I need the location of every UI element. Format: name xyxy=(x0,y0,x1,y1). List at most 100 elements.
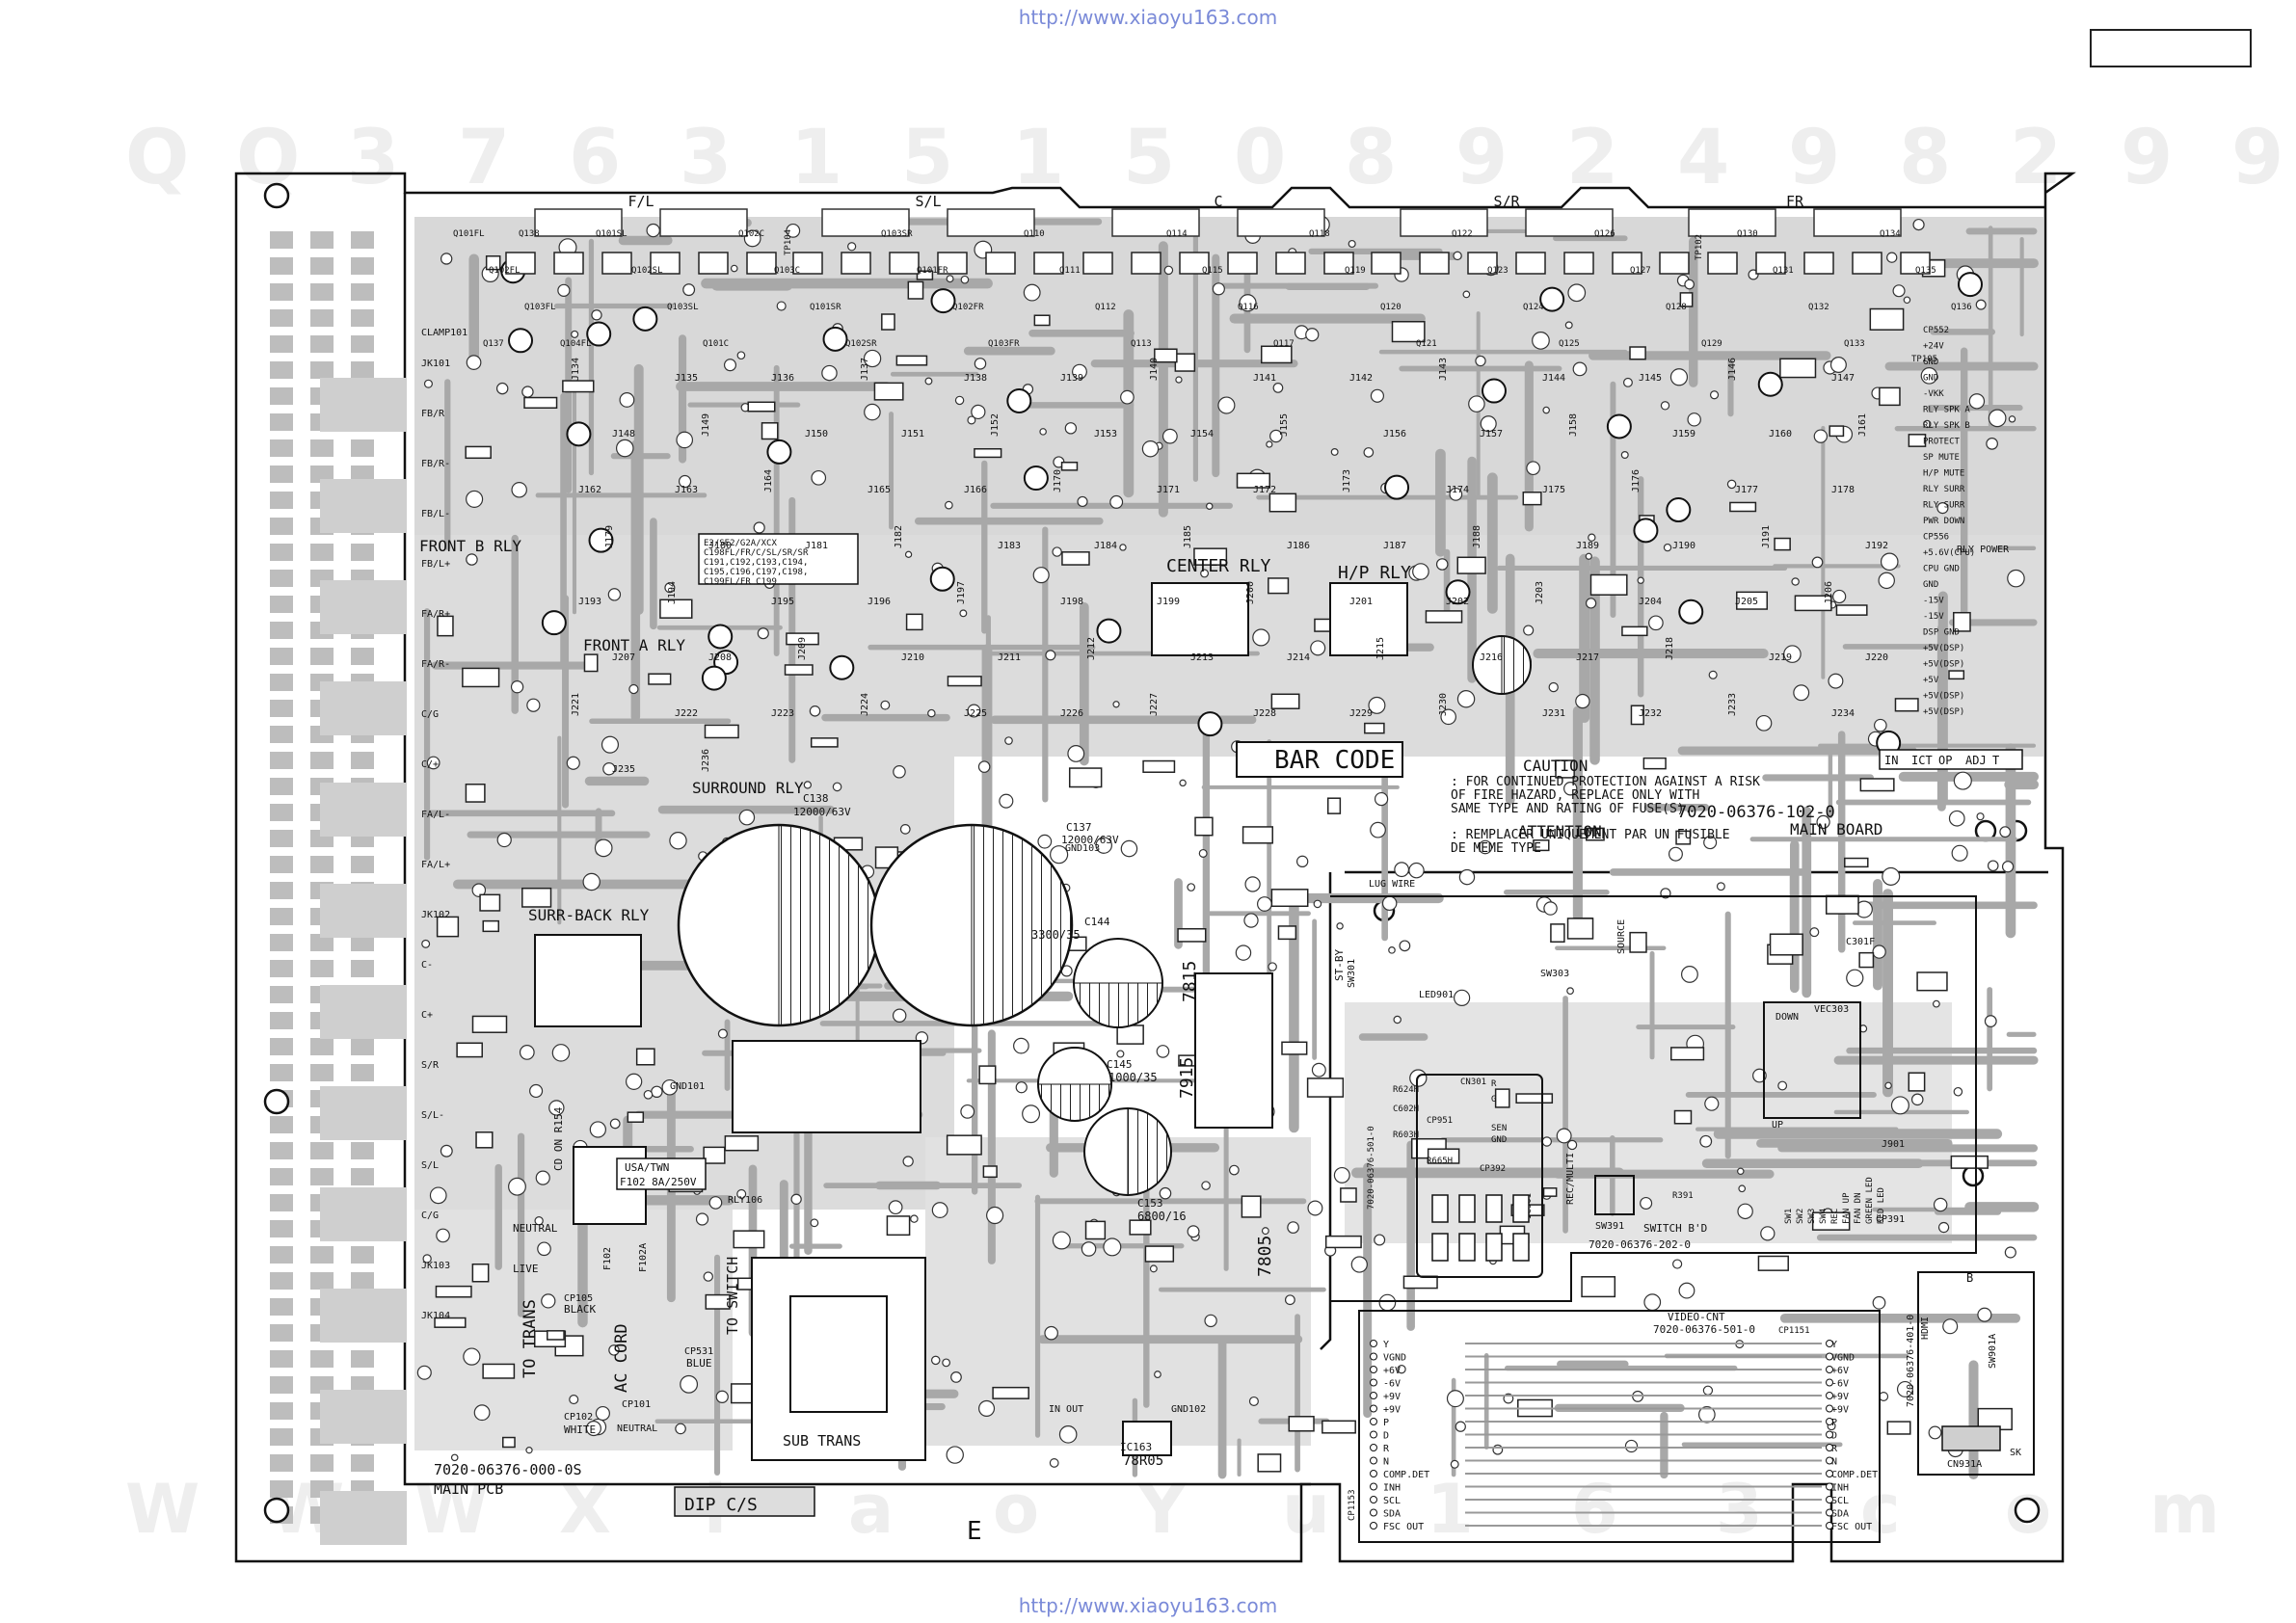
sw-lug-wire: LUG WIRE xyxy=(1369,879,1415,890)
video-cp1153: CP1153 xyxy=(1348,1489,1357,1521)
transistor-label: Q114 xyxy=(1166,229,1188,239)
relay-surround: SURROUND RLY xyxy=(692,779,804,797)
jumper-label: J193 xyxy=(578,597,601,607)
transistor-label: Q111 xyxy=(1059,266,1081,276)
watermark-char: 8 xyxy=(1899,115,1951,201)
jumper-label: J174 xyxy=(1446,485,1469,495)
channel-label: C xyxy=(1214,193,1222,210)
left-connector-label: C/+ xyxy=(421,759,439,770)
caution-line: : FOR CONTINUED PROTECTION AGAINST A RIS… xyxy=(1451,775,1760,789)
label-f102a: F102A xyxy=(638,1243,649,1272)
label-blue: BLUE xyxy=(686,1357,712,1370)
label-neutral-2: NEUTRAL xyxy=(617,1423,657,1434)
jumper-label: J152 xyxy=(990,413,1001,437)
right-connector-label: CP556 xyxy=(1923,533,1949,543)
right-connector-label: GND xyxy=(1923,580,1938,590)
label-live: LIVE xyxy=(513,1263,539,1275)
jumper-label: J210 xyxy=(901,652,924,663)
jumper-label: J173 xyxy=(1342,469,1352,492)
watermark-char: m xyxy=(2149,1470,2220,1549)
video-pin-left: SCL xyxy=(1383,1496,1401,1506)
jumper-label: J220 xyxy=(1865,652,1888,663)
label-cp531: CP531 xyxy=(684,1346,713,1357)
video-pin-left: +6V xyxy=(1383,1366,1401,1376)
main-pcb-code: 7020-06376-000-0S xyxy=(434,1461,582,1478)
left-connector-label: JK101 xyxy=(421,359,450,369)
right-connector-label: -15V xyxy=(1923,612,1944,622)
transistor-label: Q113 xyxy=(1131,339,1152,349)
transistor-label: Q102C xyxy=(738,229,764,239)
cap-c153-value: 6800/16 xyxy=(1137,1210,1187,1223)
transistor-label: Q103C xyxy=(774,266,800,276)
video-pin-right: +9V xyxy=(1831,1405,1849,1416)
jumper-label: J161 xyxy=(1857,413,1868,437)
watermark-char: W xyxy=(125,1470,200,1549)
jumper-label: J205 xyxy=(1735,597,1758,607)
watermark-char: 9 xyxy=(2121,115,2173,201)
sw-sw301: SW301 xyxy=(1347,959,1357,988)
jumper-label: J197 xyxy=(956,581,967,604)
adjust-label: T xyxy=(1992,754,1999,767)
transistor-label: Q128 xyxy=(1666,303,1687,312)
adjust-label: ADJ xyxy=(1965,754,1987,767)
ic-78r05: 78R05 xyxy=(1123,1453,1163,1469)
jumper-label: J192 xyxy=(1865,541,1888,551)
sw-sw391: SW391 xyxy=(1595,1221,1624,1232)
left-connector-label: S/R xyxy=(421,1060,440,1071)
transistor-label: Q102FL xyxy=(489,266,521,276)
transistor-label: Q118 xyxy=(1309,229,1330,239)
video-pin-right: D xyxy=(1831,1431,1837,1442)
relay-front-a: FRONT A RLY xyxy=(583,636,685,654)
sw-sen: SEN xyxy=(1491,1124,1507,1133)
video-pin-left: N xyxy=(1383,1457,1389,1468)
video-pin-left: D xyxy=(1383,1431,1389,1442)
video-cp1151: CP1151 xyxy=(1778,1326,1810,1336)
jumper-label: J217 xyxy=(1576,652,1599,663)
region-box-line: C195,C196,C197,C198, xyxy=(704,568,808,577)
label-e: E xyxy=(967,1517,982,1546)
watermark-char: Y xyxy=(1136,1470,1188,1549)
left-connector-label: C/G xyxy=(421,1211,439,1221)
sw-pin-label: SW1 xyxy=(1784,1209,1794,1224)
label-f102: F102 xyxy=(602,1247,613,1270)
small-sw901a: SW901A xyxy=(1988,1334,1998,1369)
watermark-char: 3 xyxy=(680,115,732,201)
jumper-label: J182 xyxy=(894,525,904,548)
transistor-label: Q102FR xyxy=(952,303,984,312)
label-white: WHITE xyxy=(564,1423,596,1436)
jumper-label: J221 xyxy=(571,693,581,716)
jumper-label: J137 xyxy=(860,358,870,381)
jumper-label: J202 xyxy=(1446,597,1469,607)
transistor-label: Q120 xyxy=(1380,303,1402,312)
source-url-top[interactable]: http://www.xiaoyu163.com xyxy=(1018,6,1278,29)
caution-title: CAUTION xyxy=(1523,757,1588,775)
transistor-label: Q130 xyxy=(1737,229,1758,239)
jumper-label: J230 xyxy=(1438,693,1449,716)
adjust-label: ICT xyxy=(1911,754,1933,767)
source-url-bottom[interactable]: http://www.xiaoyu163.com xyxy=(1018,1594,1278,1617)
jumper-label: J236 xyxy=(701,749,711,772)
jumper-label: J233 xyxy=(1727,693,1738,716)
jumper-label: J149 xyxy=(701,413,711,437)
transistor-label: Q112 xyxy=(1095,303,1116,312)
cap-c145: C145 xyxy=(1107,1058,1133,1071)
watermark-char: 8 xyxy=(1345,115,1397,201)
jumper-label: J146 xyxy=(1727,358,1738,381)
watermark-char: 6 xyxy=(1571,1470,1618,1549)
right-connector-label: SP MUTE xyxy=(1923,453,1960,463)
transistor-label: Q116 xyxy=(1238,303,1259,312)
left-connector-label: JK102 xyxy=(421,910,450,920)
transistor-label: Q121 xyxy=(1416,339,1437,349)
video-pin-right: R xyxy=(1831,1444,1838,1454)
label-ac-cord: AC CORD xyxy=(612,1323,631,1393)
sw-board-code: 7020-06376-202-0 xyxy=(1589,1238,1691,1251)
transistor-label: Q124 xyxy=(1523,303,1544,312)
sw-sw303: SW303 xyxy=(1540,969,1569,979)
label-gnd103: GND103 xyxy=(1065,843,1100,854)
video-pin-right: N xyxy=(1831,1457,1837,1468)
right-connector-label: CP552 xyxy=(1923,326,1949,335)
small-cn931a: CN931A xyxy=(1947,1459,1982,1470)
watermark-char: Q xyxy=(125,115,189,201)
jumper-label: J135 xyxy=(675,373,698,384)
